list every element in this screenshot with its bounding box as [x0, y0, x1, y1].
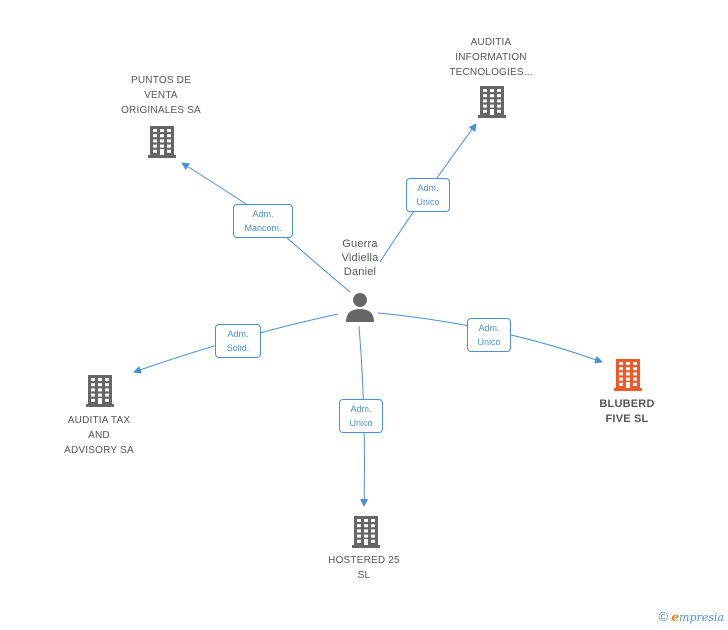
building-icon-auditia-tax[interactable] — [86, 375, 114, 407]
company-label-line: AND — [88, 430, 110, 441]
company-label-auditia-info[interactable]: AUDITIA INFORMATION TECNOLOGIES... — [431, 35, 551, 80]
company-label-line: ORIGINALES SA — [121, 105, 201, 116]
relation-label-puntos[interactable]: Adm. Mancom. — [233, 204, 293, 238]
company-label-line: SL — [357, 570, 371, 581]
company-label-line: BLUBERD — [599, 398, 655, 410]
building-icon-puntos[interactable] — [148, 126, 176, 158]
person-name-label[interactable]: Guerra Vidiella Daniel — [320, 237, 400, 279]
relation-line: Adm. — [478, 323, 500, 333]
relation-label-auditia-tax[interactable]: Adm. Solid. — [215, 324, 261, 358]
company-label-bluberd[interactable]: BLUBERD FIVE SL — [577, 397, 677, 427]
building-icon-auditia-info[interactable] — [478, 86, 506, 118]
brand-logo-initial: e — [671, 610, 680, 624]
relation-line: Adm. — [227, 329, 249, 339]
person-name-line: Guerra — [342, 238, 378, 250]
copyright-icon: © — [658, 609, 669, 624]
relation-line: Adm. — [350, 404, 372, 414]
relation-line: Solid. — [226, 343, 250, 353]
relation-label-hostered[interactable]: Adm. Unico — [339, 399, 383, 433]
company-label-line: TECNOLOGIES... — [449, 67, 533, 78]
relation-line: Adm. — [252, 209, 274, 219]
relation-label-bluberd[interactable]: Adm. Unico — [467, 318, 511, 352]
relation-line: Unico — [416, 197, 440, 207]
brand-logo-text: mpresia — [679, 611, 724, 624]
company-label-hostered[interactable]: HOSTERED 25 SL — [304, 553, 424, 583]
footer-brand: © empresia — [658, 609, 724, 624]
company-label-puntos[interactable]: PUNTOS DE VENTA ORIGINALES SA — [101, 73, 221, 118]
person-icon[interactable] — [346, 293, 374, 322]
person-name-line: Daniel — [343, 266, 377, 278]
building-icon-bluberd[interactable] — [614, 359, 642, 391]
company-label-line: HOSTERED 25 — [328, 555, 400, 566]
company-label-line: AUDITIA TAX — [67, 415, 131, 426]
relation-line: Adm. — [417, 183, 439, 193]
company-label-line: PUNTOS DE — [131, 75, 191, 86]
company-label-line: FIVE SL — [605, 413, 649, 425]
building-icon-hostered[interactable] — [352, 516, 380, 548]
company-label-line: ADVISORY SA — [64, 445, 134, 456]
relation-line: Unico — [349, 418, 373, 428]
relation-label-auditia-info[interactable]: Adm. Unico — [406, 178, 450, 212]
company-label-line: VENTA — [144, 90, 178, 101]
company-label-line: INFORMATION — [455, 52, 527, 63]
person-name-line: Vidiella — [341, 252, 379, 264]
company-label-line: AUDITIA — [470, 37, 512, 48]
relation-line: Mancom. — [244, 223, 282, 233]
company-label-auditia-tax[interactable]: AUDITIA TAX AND ADVISORY SA — [39, 413, 159, 458]
relation-line: Unico — [477, 337, 501, 347]
